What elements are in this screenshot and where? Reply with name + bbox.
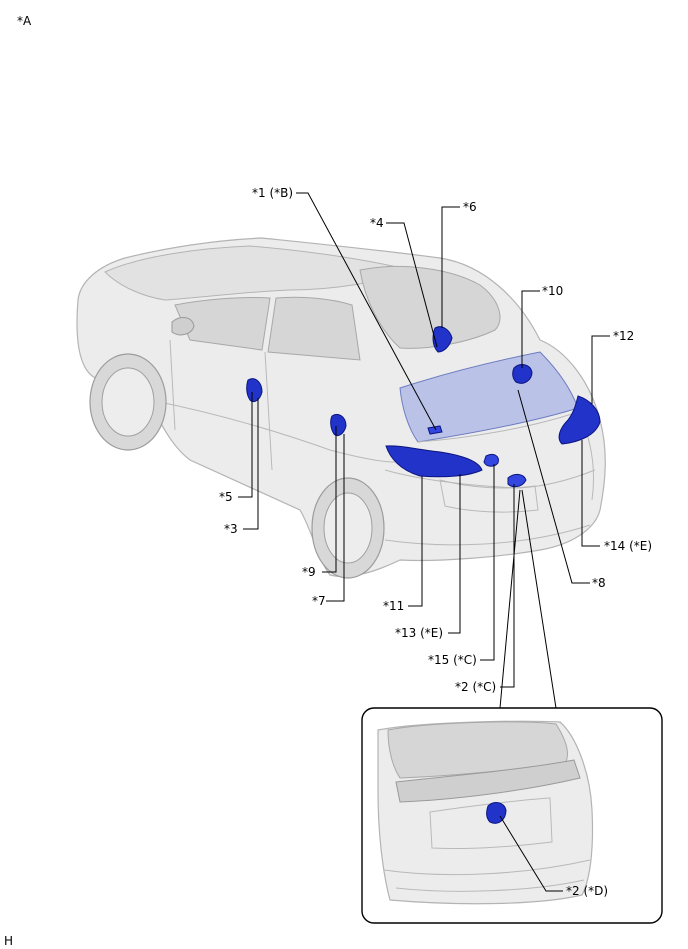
rear-wheel-rim (323, 492, 373, 564)
callout-8: *8 (592, 576, 606, 590)
lower-bumper-line (384, 524, 591, 546)
side-window-front (174, 296, 271, 351)
back-camera-part (507, 473, 527, 488)
view-label: *A (17, 14, 32, 28)
high-mount-stop-light (427, 425, 443, 435)
callout-9: *9 (302, 565, 316, 579)
callout-4: *4 (370, 216, 384, 230)
callout-12: *12 (613, 329, 634, 343)
callout-2: *2 (*C) (455, 680, 496, 694)
leader-lines (238, 192, 610, 709)
callout-11: *11 (383, 599, 404, 613)
door-line-rear (264, 351, 273, 471)
highlighted-components (246, 326, 601, 488)
inset-bumper-line (383, 859, 591, 876)
inset-plate-recess (429, 797, 553, 850)
callout-labels: *1 (*B) *4 *6 *10 *12 *5 *3 *9 *7 *11 *1… (219, 186, 652, 694)
callout-15: *15 (*C) (428, 653, 477, 667)
door-component-rear (330, 413, 347, 437)
inset-leader (499, 815, 563, 892)
vehicle-illustration (76, 237, 606, 579)
harness-connector-15 (483, 453, 499, 467)
glass-roof (359, 266, 501, 349)
callout-6: *6 (463, 200, 477, 214)
license-plate-recess (439, 479, 539, 513)
door-line-front (169, 339, 176, 431)
inset-rear-light-bar (395, 759, 581, 803)
roof-component (432, 326, 453, 353)
body-side-crease (149, 399, 396, 463)
callout-3: *3 (224, 522, 238, 536)
inset-lower-line (395, 879, 585, 892)
callout-5: *5 (219, 490, 233, 504)
door-component-front (246, 378, 263, 403)
inset-callout: *2 (*D) (566, 884, 608, 898)
inset-detail: *2 (*D) (361, 707, 663, 924)
front-wheel-rim (101, 367, 155, 437)
rear-light-lh (385, 445, 483, 478)
callout-10: *10 (542, 284, 563, 298)
rear-light-rh (558, 395, 601, 445)
callout-13: *13 (*E) (395, 626, 443, 640)
side-window-rear (267, 296, 361, 361)
callout-7: *7 (312, 594, 326, 608)
footer-label: H (4, 934, 13, 948)
callout-1: *1 (*B) (252, 186, 293, 200)
side-mirror (171, 317, 195, 336)
rear-wiper-motor (512, 364, 533, 384)
callout-14: *14 (*E) (604, 539, 652, 553)
